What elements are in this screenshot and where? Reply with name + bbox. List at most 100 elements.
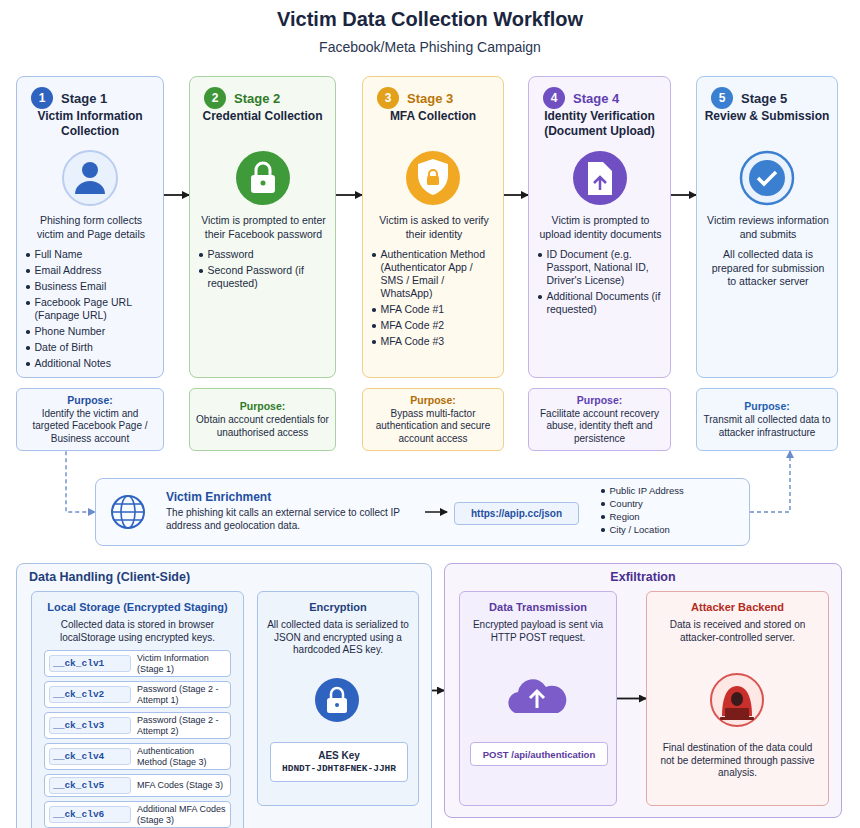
- stage-number: 5: [711, 87, 733, 109]
- callout-number: 5: [719, 91, 726, 105]
- icon-part: [63, 151, 117, 205]
- card-body: Phishing form collects victim and Page d…: [26, 214, 156, 373]
- icon-part: [711, 674, 763, 726]
- box-fill: [31, 591, 244, 828]
- icon-part: [594, 177, 606, 190]
- url-box: https://apip.cc/json: [454, 502, 579, 525]
- storage-key-row: __ck_clv2Password (Stage 2 - Attempt 1): [44, 681, 231, 708]
- storage-key-description: Password (Stage 2 - Attempt 2): [137, 715, 226, 736]
- storage-key-row: __ck_clv6 Additional MFA Codes (Stage 3): [44, 801, 231, 828]
- bullet-text: Authentication Method (Authenticator App…: [381, 248, 497, 300]
- sub-panel: Local Storage (Encrypted Staging)Collect…: [31, 591, 244, 828]
- stage-description: All collected data is prepared for submi…: [706, 248, 830, 289]
- bullet-dot: [601, 515, 605, 519]
- stage-card: 1 Stage 1 Victim Information CollectionPhi…: [16, 76, 164, 378]
- card-body: Victim reviews information and submitsAl…: [706, 214, 830, 296]
- bullet-text: City / Location: [610, 524, 670, 536]
- icon-part: [427, 176, 439, 185]
- callout-number: 3: [385, 91, 392, 105]
- bullet-list: Public IP AddressCountryRegionCity / Loc…: [601, 485, 746, 537]
- stage-number: 1: [31, 87, 53, 109]
- bullet-text: Public IP Address: [610, 485, 684, 497]
- box-fill: [528, 388, 671, 451]
- storage-key: __ck_clv6: [49, 806, 131, 823]
- bullet-dot: [26, 362, 30, 366]
- stage-card: 3Stage 3MFA CollectionVictim is asked to…: [362, 76, 504, 378]
- icon-part: [573, 151, 627, 205]
- card-body: Victim is asked to verify their identity…: [372, 214, 496, 351]
- bullet-dot: [26, 253, 30, 257]
- bullet-item: ID Document (e.g. Passport, National ID,…: [538, 248, 663, 287]
- purpose-box: Purpose:Facilitate account recovery abus…: [528, 388, 671, 451]
- panel-heading: Encryption: [264, 601, 412, 613]
- storage-key-description: Authentication Method (Stage 3): [137, 746, 226, 767]
- bullet-item: Country: [601, 498, 746, 510]
- bullet-item: Additional Documents (if requested): [538, 290, 663, 316]
- icon-part: [429, 170, 437, 177]
- box-fill: [696, 76, 838, 378]
- icon-part: [251, 175, 275, 193]
- icon-part: [261, 181, 266, 186]
- lock-icon: [236, 151, 290, 205]
- bullet-text: Email Address: [35, 264, 102, 277]
- icon-part: [418, 159, 448, 195]
- box-description: The phishing kit calls an external servi…: [166, 507, 418, 532]
- storage-key-description: Additional MFA Codes (Stage 3): [137, 804, 226, 825]
- value-box: POST /api/authentication: [470, 742, 608, 766]
- icon-part: [256, 163, 270, 176]
- panel-description: Collected data is stored in browser loca…: [40, 619, 235, 644]
- callout-number: 2: [212, 91, 219, 105]
- bullet-item: Facebook Page URL (Fanpage URL): [26, 296, 156, 322]
- bullet-dot: [26, 330, 30, 334]
- panel-description: All collected data is serialized to JSON…: [266, 619, 410, 657]
- stage-label: Stage 5: [741, 91, 787, 106]
- purpose-label: Purpose:: [67, 394, 113, 406]
- stage-description: Phishing form collects victim and Page d…: [26, 214, 156, 241]
- purpose-label: Purpose:: [410, 394, 456, 406]
- stage-description: Victim is asked to verify their identity: [372, 214, 496, 241]
- flow-arrow: [425, 511, 447, 513]
- dashed-connector: [66, 451, 95, 512]
- stage-label: Stage 3: [407, 91, 453, 106]
- section-panel: Data Handling (Client-Side)Local Storage…: [16, 563, 432, 828]
- bullet-text: MFA Code #3: [381, 335, 445, 348]
- storage-key: __ck_clv4: [49, 748, 131, 765]
- bullet-text: Second Password (if requested): [208, 264, 329, 290]
- sub-panel: Attacker BackendData is received and sto…: [646, 591, 829, 806]
- bullet-item: MFA Code #3: [372, 335, 496, 348]
- bullet-dot: [601, 502, 605, 506]
- bullet-dot: [372, 308, 376, 312]
- bullet-text: Facebook Page URL (Fanpage URL): [35, 296, 157, 322]
- bullet-dot: [26, 346, 30, 350]
- icon-part: [741, 152, 793, 204]
- bullet-dot: [538, 253, 542, 257]
- storage-key: __ck_clv3: [49, 717, 131, 734]
- globe-icon: [112, 496, 144, 528]
- row-list: __ck_clv1Victim Information (Stage 1)__c…: [44, 650, 231, 828]
- panel-note: Final destination of the data could not …: [655, 742, 820, 780]
- bullet-item: Second Password (if requested): [199, 264, 328, 290]
- document-upload-icon: [573, 151, 627, 205]
- storage-key-description: Password (Stage 2 - Attempt 1): [137, 684, 226, 705]
- icon-part: [315, 678, 359, 722]
- card-header: 3 Stage 3: [377, 87, 497, 109]
- diagram-subtitle: Facebook/Meta Phishing Campaign: [0, 39, 860, 55]
- bullet-dot: [26, 269, 30, 273]
- box-fill: [95, 478, 750, 546]
- stage-title: Review & Submission: [703, 109, 831, 124]
- purpose-text: Transmit all collected data to attacker …: [703, 414, 831, 439]
- box-fill: [362, 388, 504, 451]
- stage-label: Stage 1: [61, 91, 107, 106]
- stage-title: Victim Information Collection: [23, 109, 157, 139]
- card-header: 5 Stage 5: [711, 87, 831, 109]
- callout-number: 1: [39, 91, 46, 105]
- storage-key-row: __ck_clv4 Authentication Method (Stage 3): [44, 743, 231, 770]
- storage-key-row: __ck_clv5MFA Codes (Stage 3): [44, 774, 231, 797]
- flow-arrow: [432, 690, 444, 692]
- box-heading: Victim Enrichment: [166, 490, 271, 504]
- box-fill: [362, 76, 504, 378]
- panel-heading: Exfiltration: [445, 570, 841, 584]
- flow-arrow: [617, 698, 646, 700]
- bullet-dot: [601, 489, 605, 493]
- stage-description: Victim is prompted to upload identity do…: [538, 214, 663, 241]
